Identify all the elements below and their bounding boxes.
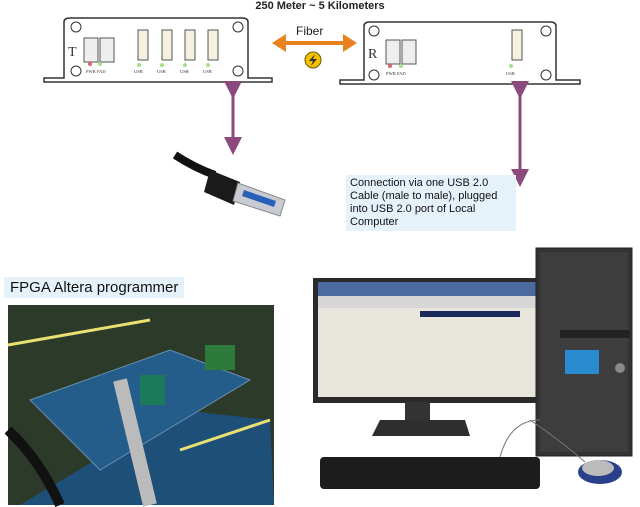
- led-label: PWR: [386, 71, 396, 76]
- receiver-letter: R: [368, 47, 378, 62]
- led-label: USB: [157, 69, 166, 74]
- fpga-label: FPGA Altera programmer: [4, 277, 185, 298]
- usb-cable-image: [172, 151, 286, 217]
- fiber-arrow: [272, 34, 357, 52]
- transmitter-letter: T: [68, 45, 77, 60]
- led-label: USB: [180, 69, 189, 74]
- receiver-unit: [339, 21, 581, 85]
- led-label: FAD: [97, 69, 106, 74]
- fiber-label: Fiber: [296, 24, 324, 38]
- distance-label: 250 Meter ~ 5 Kilometers: [255, 0, 385, 12]
- connection-note: Connection via one USB 2.0 Cable (male t…: [346, 175, 516, 231]
- led-label: USB: [506, 71, 515, 76]
- led-label: USB: [134, 69, 143, 74]
- led-label: USB: [203, 69, 212, 74]
- lightning-icon: [304, 51, 322, 69]
- computer-image: [313, 247, 633, 489]
- fpga-programmer-photo: [4, 305, 274, 507]
- transmitter-unit: [43, 17, 273, 83]
- led-label: PWR: [86, 69, 96, 74]
- led-label: FAD: [397, 71, 406, 76]
